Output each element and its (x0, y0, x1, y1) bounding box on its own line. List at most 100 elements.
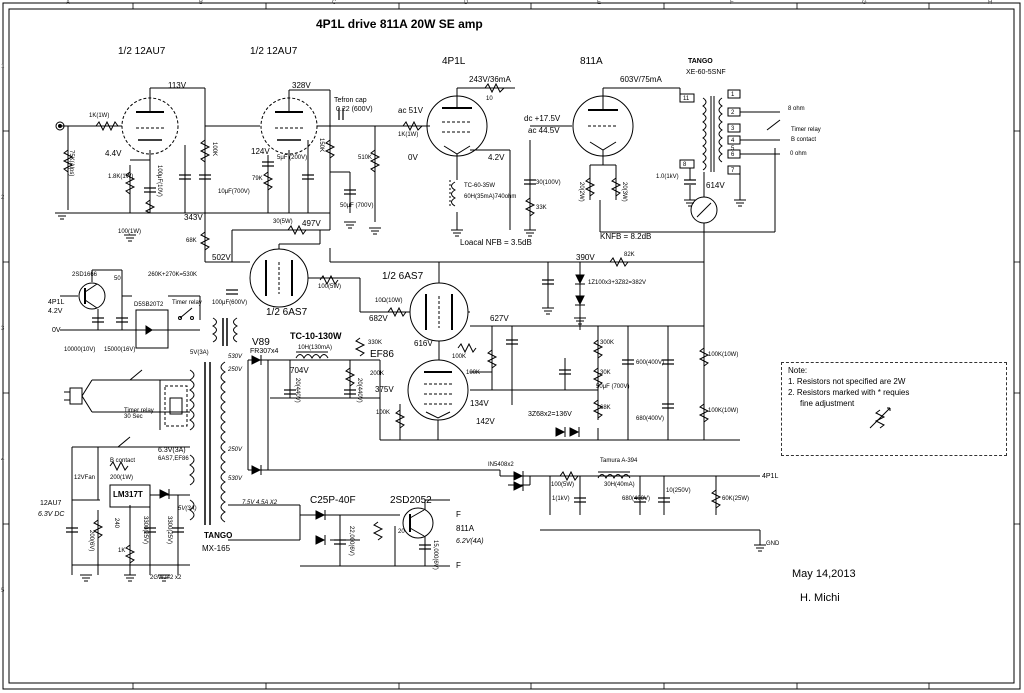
r-30k: 30K (600, 370, 611, 376)
grid-col-b: B (199, 0, 204, 6)
timer-relay-out: Timer relay (791, 127, 821, 133)
choke-tc10-spec: 10H(130mA) (298, 345, 333, 351)
b-390: 390V (576, 253, 595, 262)
zener-136: 3Z68x2=136V (528, 411, 572, 418)
r-30-5w: 30(5W) (273, 219, 293, 225)
tube-label-v1: 1/2 12AU7 (118, 46, 166, 57)
grid-row-2: 2 (1, 195, 5, 201)
c-10-250: 10(250V) (666, 488, 691, 494)
r-240: 240 (113, 518, 119, 529)
choke-tc60-label: TC-60-35W (464, 183, 496, 189)
grid-row-4: 4 (1, 457, 5, 463)
choke-tamura-spec: 30H(40mA) (604, 482, 635, 488)
grid-col-a: A (66, 0, 71, 6)
note-line-1: 1. Resistors not specified are 2W (788, 377, 906, 386)
r-150k: 150K (318, 138, 324, 153)
heater-12au7: 12AU7 (40, 500, 62, 507)
r-330k: 330K (368, 340, 383, 346)
b-contact-psu: B contact (110, 458, 136, 464)
trimmer-symbol-note (869, 407, 891, 429)
v4-grid-ac: ac 44.5V (528, 126, 560, 135)
c-3300-b: 3300(25V) (166, 516, 172, 545)
timer-relay-psu: Timer relay (172, 300, 202, 306)
output-transformer-xe60 (679, 89, 741, 175)
tube-label-reg: 1/2 6AS7 (266, 307, 308, 318)
b-616: 616V (414, 339, 433, 348)
r-200-1w: 200(1W) (110, 475, 134, 481)
diode-2gwj42: 2GWJ42 x2 (150, 575, 182, 581)
grid-row-3: 3 (1, 326, 5, 332)
regulator-lm317: LM317T (113, 490, 143, 499)
r-20-2w: 20(2W) (578, 182, 584, 202)
speaker-0ohm: 0 ohm (790, 151, 807, 157)
c-680: 680(400V) (636, 416, 665, 422)
grid-col-g: G (862, 0, 867, 6)
b-627: 627V (490, 314, 509, 323)
tube-reg-6as7 (249, 248, 309, 308)
tube-v4-811a (572, 95, 634, 157)
filament-7.5v: 7.5V 4.5A X2 (242, 500, 278, 506)
filament-f2: F (456, 561, 461, 570)
tube-ef86 (407, 359, 469, 421)
tube-label-ef86: EF86 (370, 349, 394, 360)
tube-label-v3: 4P1L (442, 56, 466, 67)
r-1k1w: 1K(1W) (398, 132, 419, 138)
grid-col-d: D (464, 0, 469, 6)
ot-brand: TANGO (688, 58, 713, 65)
input-jack (55, 121, 65, 131)
choke-tc60 (449, 180, 457, 207)
r-100k-10w-b: 100K(10W) (708, 408, 739, 414)
c-100u-600: 100μF(600V) (212, 300, 248, 306)
c-22000: 22,000(6V) (348, 526, 354, 556)
note-line-3: fine adjustment (800, 399, 855, 408)
choke-tamura-label: Tamura A-394 (600, 458, 638, 464)
r-79k: 79K (252, 176, 263, 182)
c-3300-a: 3300(25V) (142, 516, 148, 545)
b-704: 704V (290, 366, 309, 375)
timer-relay-30s: Timer relay 30 Sec (124, 408, 154, 420)
c-600: 600(400V) (636, 360, 665, 366)
tube-label-v2: 1/2 12AU7 (250, 46, 298, 57)
r-100k-c: 100K (466, 370, 481, 376)
ot-tap-1: 1 (731, 92, 735, 98)
r-100k-d: 100K (376, 410, 391, 416)
diodes (159, 274, 585, 545)
schematic-date: May 14,2013 (792, 568, 856, 580)
heater-6as7-ef86: 6AS7,EF86 (158, 456, 189, 462)
diode-c25p: C25P-40F (310, 495, 356, 506)
tube-v2-12au7 (260, 97, 318, 155)
c-20-440b: 20(440V) (356, 378, 362, 403)
ck1: 100μF(10V) (156, 165, 162, 197)
grid-row-5: 5 (1, 588, 5, 594)
r-100k-10w-a: 100K(10W) (708, 352, 739, 358)
b-497: 497V (302, 219, 321, 228)
filament-811a: 811A (456, 524, 475, 533)
filament-5v3a-b: 5V(3A) (178, 506, 197, 512)
c-680-400: 680(400V) (622, 496, 651, 502)
r-300k: 300K (600, 340, 615, 346)
r-100k-a: 100K (211, 142, 217, 157)
ot-tap-2: 2 (731, 110, 735, 116)
r-100-1w: 100(1W) (118, 229, 142, 235)
out-4p1l: 4P1L (762, 473, 779, 480)
c-30u: 30(100V) (536, 180, 561, 186)
choke-tamura (597, 471, 631, 480)
c-10000: 10000(10V) (64, 347, 96, 353)
b-614: 614V (706, 181, 725, 190)
tube-v3-4p1l (426, 95, 488, 157)
r-20: 20 (398, 529, 405, 535)
r-10: 10 (486, 96, 493, 102)
filament-transformer-5v (211, 317, 239, 346)
grid-col-e: E (597, 0, 602, 6)
filament-f1: F (456, 510, 461, 519)
pt-250v-a: 250V (228, 367, 243, 373)
c-1-1k: 1(1kV) (552, 496, 570, 502)
c-15000-b: 15,000(6V) (432, 540, 438, 570)
v2-plate-voltage: 328V (292, 81, 311, 90)
cap-tefron-value: 0.22 (600V) (336, 106, 373, 113)
ac-plug (64, 379, 93, 413)
b-contact-out: B contact (791, 137, 817, 143)
zener-382: 1Z100x3+3Z82=382V (588, 280, 647, 286)
local-nfb: Loacal NFB = 3.5dB (460, 238, 532, 247)
plate-current-meter (690, 196, 718, 224)
